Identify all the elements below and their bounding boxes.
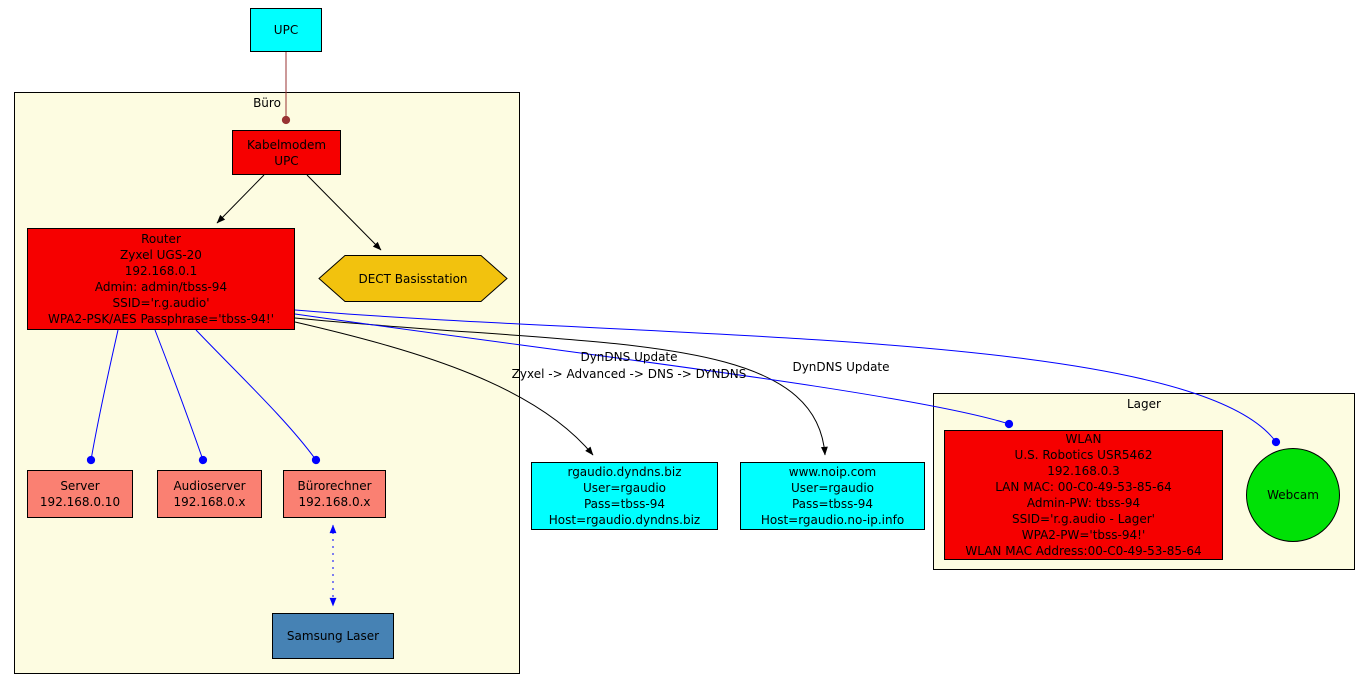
cluster-buro: Büro: [14, 92, 520, 674]
edge-label-router-dyndns: DynDNS Update Zyxel -> Advanced -> DNS -…: [511, 350, 747, 381]
edge-kabelmodem-router: [216, 174, 265, 224]
node-wlan: WLAN U.S. Robotics USR5462 192.168.0.3 L…: [944, 430, 1223, 560]
node-buerorechner: Bürorechner 192.168.0.x: [283, 470, 386, 518]
cluster-lager-label: Lager: [1127, 397, 1161, 411]
node-dyndns-biz: rgaudio.dyndns.biz User=rgaudio Pass=tbs…: [531, 462, 718, 530]
edge-router-wlan: [294, 313, 1014, 429]
hexagon-shape: [318, 255, 508, 302]
edge-router-audioserver: [154, 329, 208, 465]
edge-kabelmodem-dect: [306, 174, 382, 251]
node-webcam: Webcam: [1246, 448, 1340, 542]
node-dect-basisstation: DECT Basisstation: [318, 255, 508, 302]
node-router: Router Zyxel UGS-20 192.168.0.1 Admin: a…: [27, 228, 295, 330]
node-audioserver: Audioserver 192.168.0.x: [157, 470, 262, 518]
node-kabelmodem: Kabelmodem UPC: [232, 130, 341, 175]
node-dect-label: DECT Basisstation: [358, 271, 468, 286]
node-server: Server 192.168.0.10: [27, 470, 133, 518]
edge-router-webcam: [294, 309, 1281, 447]
edge-router-noip: [294, 317, 828, 456]
node-upc: UPC: [250, 8, 322, 52]
edge-router-buerorechner: [195, 329, 321, 465]
cluster-buro-label: Büro: [253, 96, 281, 110]
edge-label-router-noip: DynDNS Update: [792, 360, 890, 374]
node-noip: www.noip.com User=rgaudio Pass=tbss-94 H…: [740, 462, 925, 530]
node-samsung-laser: Samsung Laser: [272, 613, 394, 659]
edge-router-dyndns-biz: [294, 321, 594, 456]
edge-router-server: [86, 329, 119, 465]
